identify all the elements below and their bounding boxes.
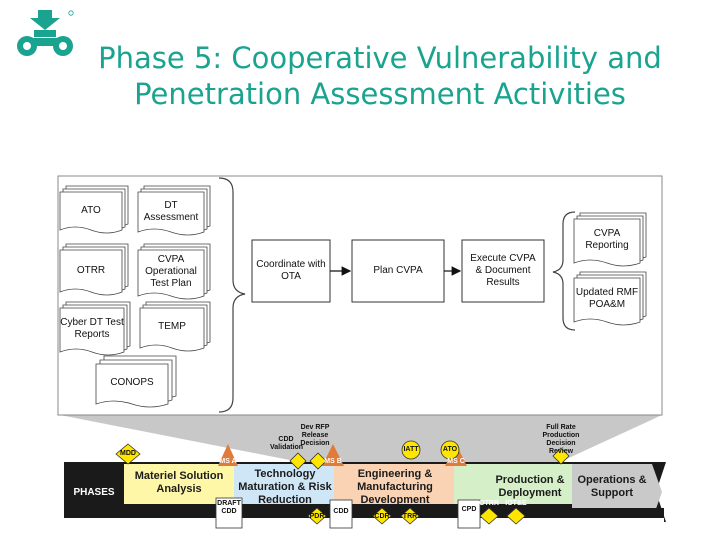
temp-label: TEMP [158, 321, 186, 332]
phase-tmrr: Technology Maturation & Risk Reduction [238, 468, 332, 506]
slide-title: Phase 5: Cooperative Vulnerability and P… [60, 40, 700, 112]
output-brace [552, 211, 576, 331]
mdd-diamond [115, 443, 141, 465]
zoom-funnel [60, 415, 662, 462]
otrr-label: OTRR [76, 265, 106, 276]
execute-label: Execute CVPA & Document Results [470, 253, 536, 288]
doc-stack-otrr [59, 243, 129, 296]
dev-rfp-label: Dev RFP Release Decision [300, 424, 330, 447]
ms-a-triangle [218, 444, 238, 466]
cyber-dt-label: Cyber DT Test Reports [60, 317, 124, 340]
draft-cdd-doc [215, 497, 243, 529]
logo-icon [17, 10, 74, 56]
full-rate-diamond [552, 447, 570, 465]
conops-label: CONOPS [110, 377, 154, 388]
cdr-label: CDR [374, 513, 390, 520]
doc-stack-reporting [573, 212, 647, 267]
input-brace [218, 177, 246, 413]
cdd-label: CDD [333, 508, 349, 515]
cdd-validation-diamond [289, 452, 307, 470]
cpd-label: CPD [461, 506, 477, 513]
cpd-doc [457, 499, 481, 529]
cdd-validation-label: CDD Validation [270, 436, 304, 451]
phase-materiel: Materiel Solution Analysis [134, 470, 224, 495]
iote-diamond [506, 507, 526, 525]
cvpa-reporting-label: CVPA Reporting [585, 228, 629, 251]
otrr-label-bottom: OTRR [479, 500, 499, 507]
dt-assessment-label: DT Assessment [143, 200, 199, 223]
doc-stack-rmf [573, 271, 647, 326]
phase-emd: Engineering & Manufacturing Development [357, 468, 433, 506]
ato-milestone-label: ATO [442, 446, 458, 453]
doc-stack-dt [137, 185, 211, 236]
otrr-diamond [479, 507, 499, 525]
phase-pd: Production & Deployment [495, 474, 565, 499]
execute-box [461, 239, 545, 303]
plan-box [351, 239, 445, 303]
cdr-diamond [372, 507, 392, 525]
iote-label: IOT&E [505, 500, 527, 507]
doc-stack-ato [59, 185, 129, 234]
pdr-label: PDR [309, 513, 325, 520]
ato-circle [440, 440, 460, 460]
ms-b-label: MS B [324, 458, 342, 465]
updated-rmf-label: Updated RMF POA&M [575, 287, 639, 310]
mdd-label: MDD [120, 450, 136, 457]
doc-stack-conops [95, 355, 177, 408]
iatt-circle [401, 440, 421, 460]
doc-stack-cvpa-plan [137, 243, 211, 300]
draft-cdd-label: DRAFT CDD [217, 500, 241, 515]
plan-label: Plan CVPA [373, 265, 423, 276]
phase-os: Operations & Support [577, 474, 647, 499]
trr-diamond [400, 507, 420, 525]
pdr-diamond [307, 507, 327, 525]
dev-rfp-diamond [309, 452, 327, 470]
title-line-2: Penetration Assessment Activities [134, 77, 626, 111]
coordinate-label: Coordinate with OTA [256, 259, 326, 282]
trr-label: TRR [402, 513, 418, 520]
title-line-1: Phase 5: Cooperative Vulnerability and [98, 41, 662, 75]
ms-a-label: MS A [219, 458, 237, 465]
ms-b-triangle [322, 444, 344, 466]
full-rate-label: Full Rate Production Decision Review [542, 424, 580, 455]
iatt-label: IATT [403, 446, 419, 453]
doc-stack-temp [139, 301, 211, 352]
ato-label: ATO [81, 205, 101, 216]
ms-c-label: MS C [447, 458, 465, 465]
cdd-doc [329, 499, 353, 529]
doc-stack-cyber-dt [59, 301, 131, 356]
phases-label: PHASES [73, 487, 115, 498]
cvpa-plan-label: CVPA Operational Test Plan [145, 254, 197, 289]
coordinate-box [251, 239, 331, 303]
